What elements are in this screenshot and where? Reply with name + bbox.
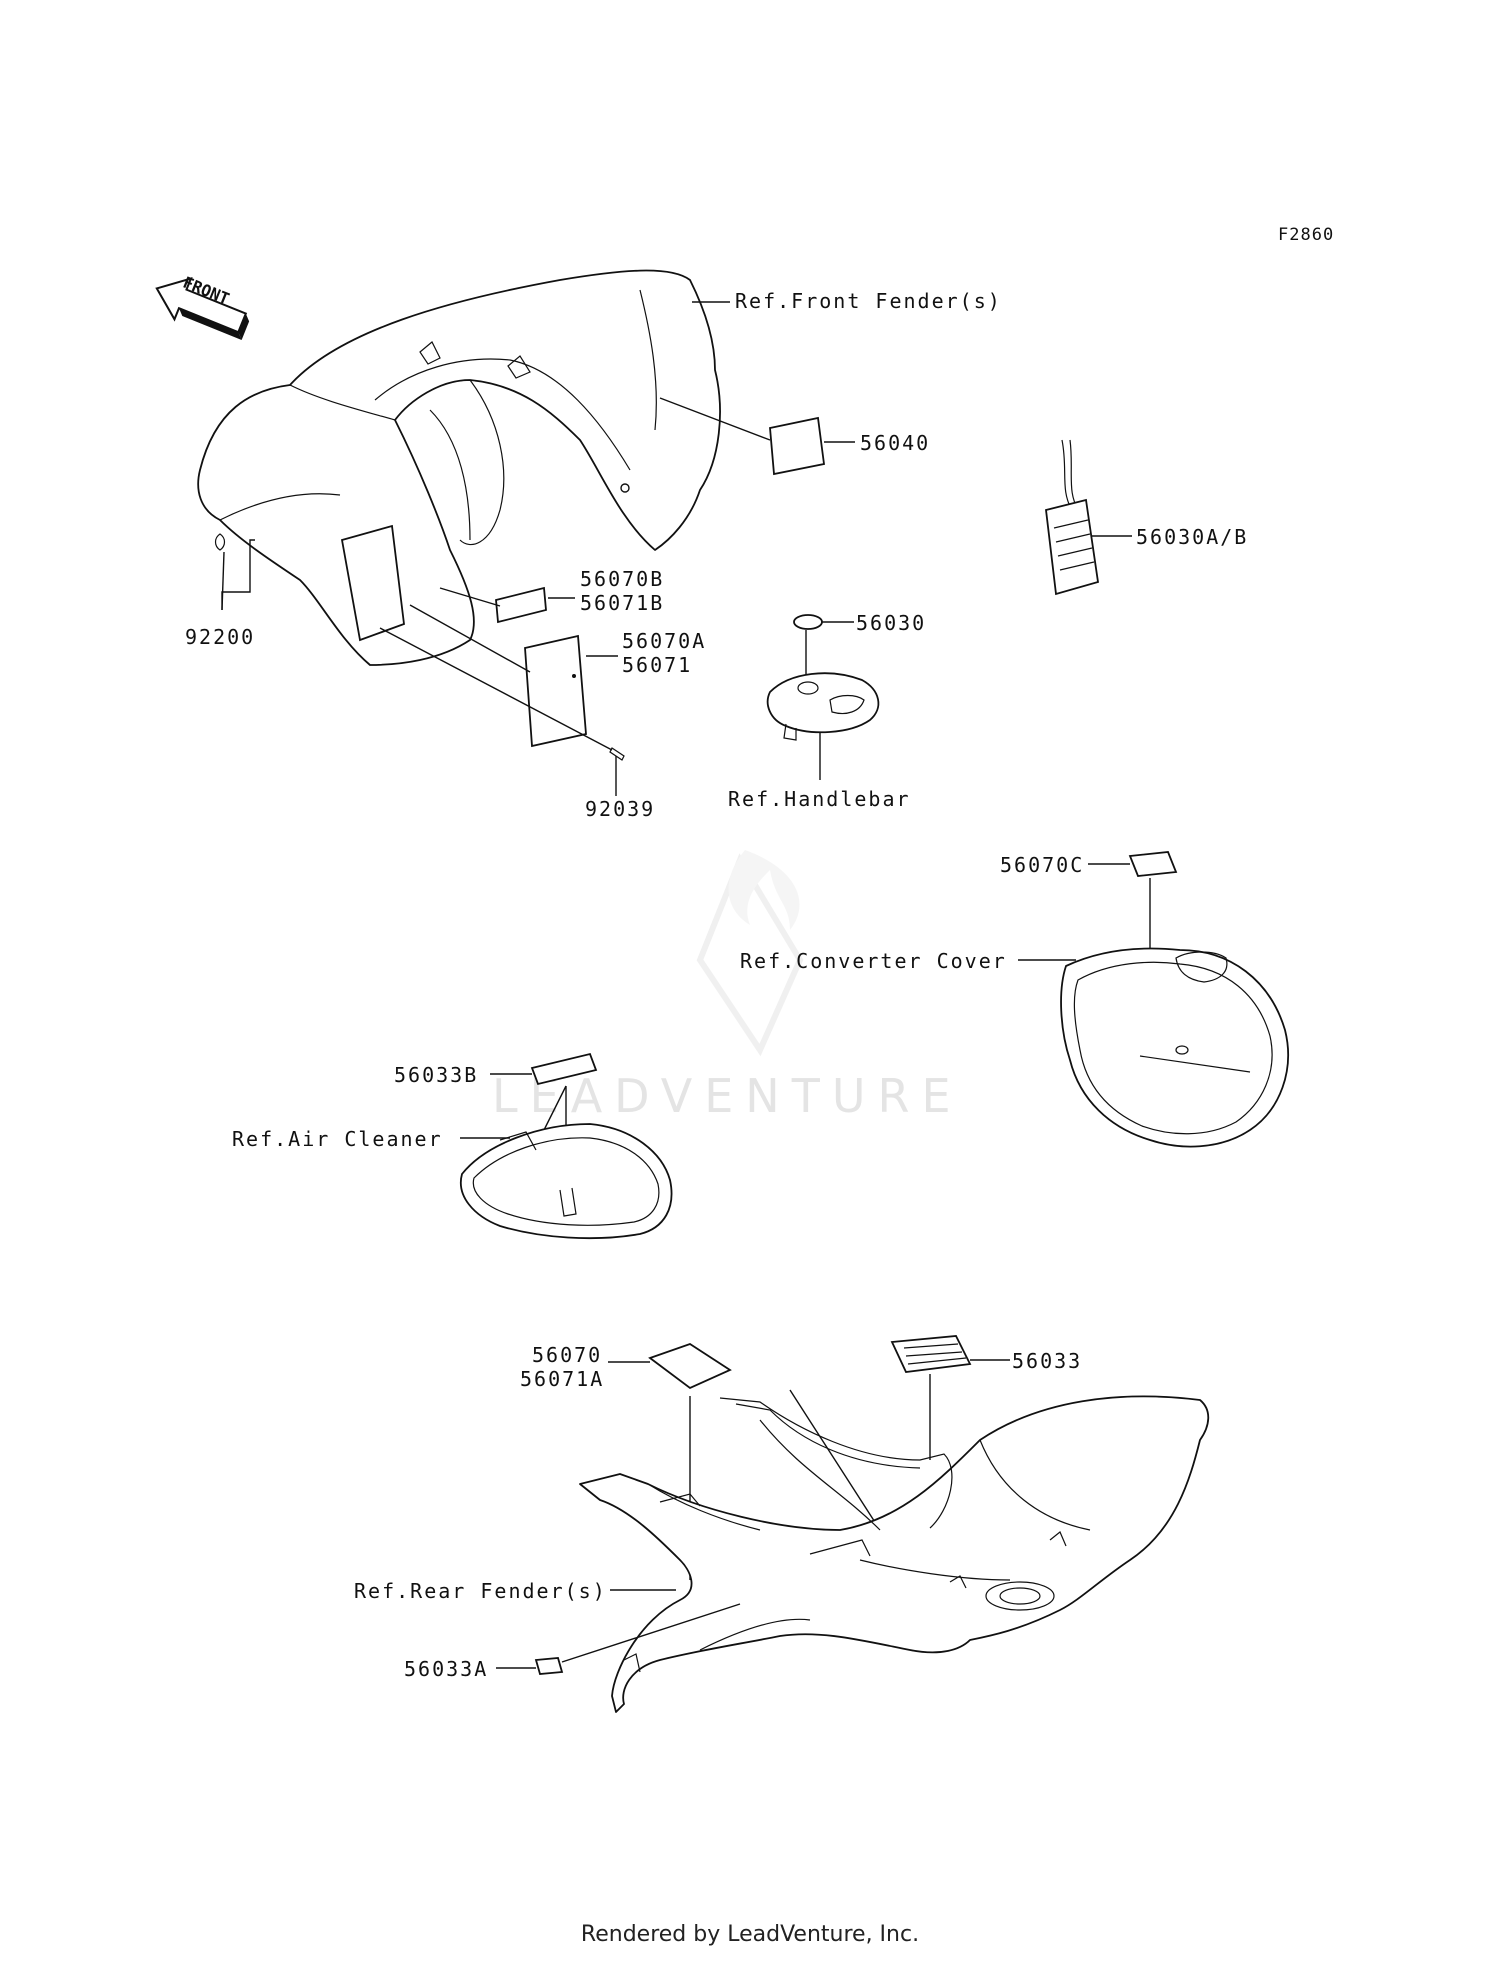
front-arrow-icon <box>155 276 250 340</box>
rivet-92039 <box>609 747 625 761</box>
decal-56033b <box>530 1052 598 1086</box>
callout-56071: 56071 <box>622 653 692 677</box>
clip-92200 <box>214 533 226 551</box>
callout-56070: 56070 <box>532 1343 602 1367</box>
callout-56033b: 56033B <box>394 1063 478 1087</box>
callout-92039: 92039 <box>585 797 655 821</box>
decal-56070 <box>648 1343 732 1390</box>
callout-56033a: 56033A <box>404 1657 488 1681</box>
decal-56070a <box>524 634 587 748</box>
callout-56070b: 56070B <box>580 567 664 591</box>
callout-56071a: 56071A <box>520 1367 604 1391</box>
callout-ref-front-fender: Ref.Front Fender(s) <box>735 289 1002 313</box>
callout-ref-converter-cover: Ref.Converter Cover <box>740 949 1007 973</box>
callout-56033: 56033 <box>1012 1349 1082 1373</box>
callout-92200: 92200 <box>185 625 255 649</box>
callout-ref-handlebar: Ref.Handlebar <box>728 787 911 811</box>
callout-56030ab: 56030A/B <box>1136 525 1248 549</box>
callout-56070a: 56070A <box>622 629 706 653</box>
footer-credit: Rendered by LeadVenture, Inc. <box>580 1922 920 1947</box>
callout-ref-rear-fender: Ref.Rear Fender(s) <box>354 1579 607 1603</box>
callout-56030: 56030 <box>856 611 926 635</box>
decal-56070c <box>1128 851 1178 877</box>
warning-tag-drawing <box>1045 439 1100 596</box>
converter-cover-drawing <box>1060 947 1289 1148</box>
figure-code: F2860 <box>1278 225 1334 245</box>
decal-56040 <box>769 416 826 476</box>
decal-56030 <box>793 614 823 630</box>
callout-56040: 56040 <box>860 431 930 455</box>
watermark-logo <box>696 850 804 1057</box>
watermark-text: LEADVENTURE <box>492 1069 963 1123</box>
callout-56071b: 56071B <box>580 591 664 615</box>
callout-ref-air-cleaner: Ref.Air Cleaner <box>232 1127 443 1151</box>
air-cleaner-drawing <box>459 1123 673 1240</box>
callout-56070c: 56070C <box>1000 853 1084 877</box>
decal-56033a <box>534 1657 564 1675</box>
handlebar-cover-drawing <box>766 672 880 741</box>
rear-fender-drawing <box>579 1395 1210 1713</box>
front-fender-drawing <box>197 269 721 666</box>
decal-56070b <box>495 586 547 624</box>
